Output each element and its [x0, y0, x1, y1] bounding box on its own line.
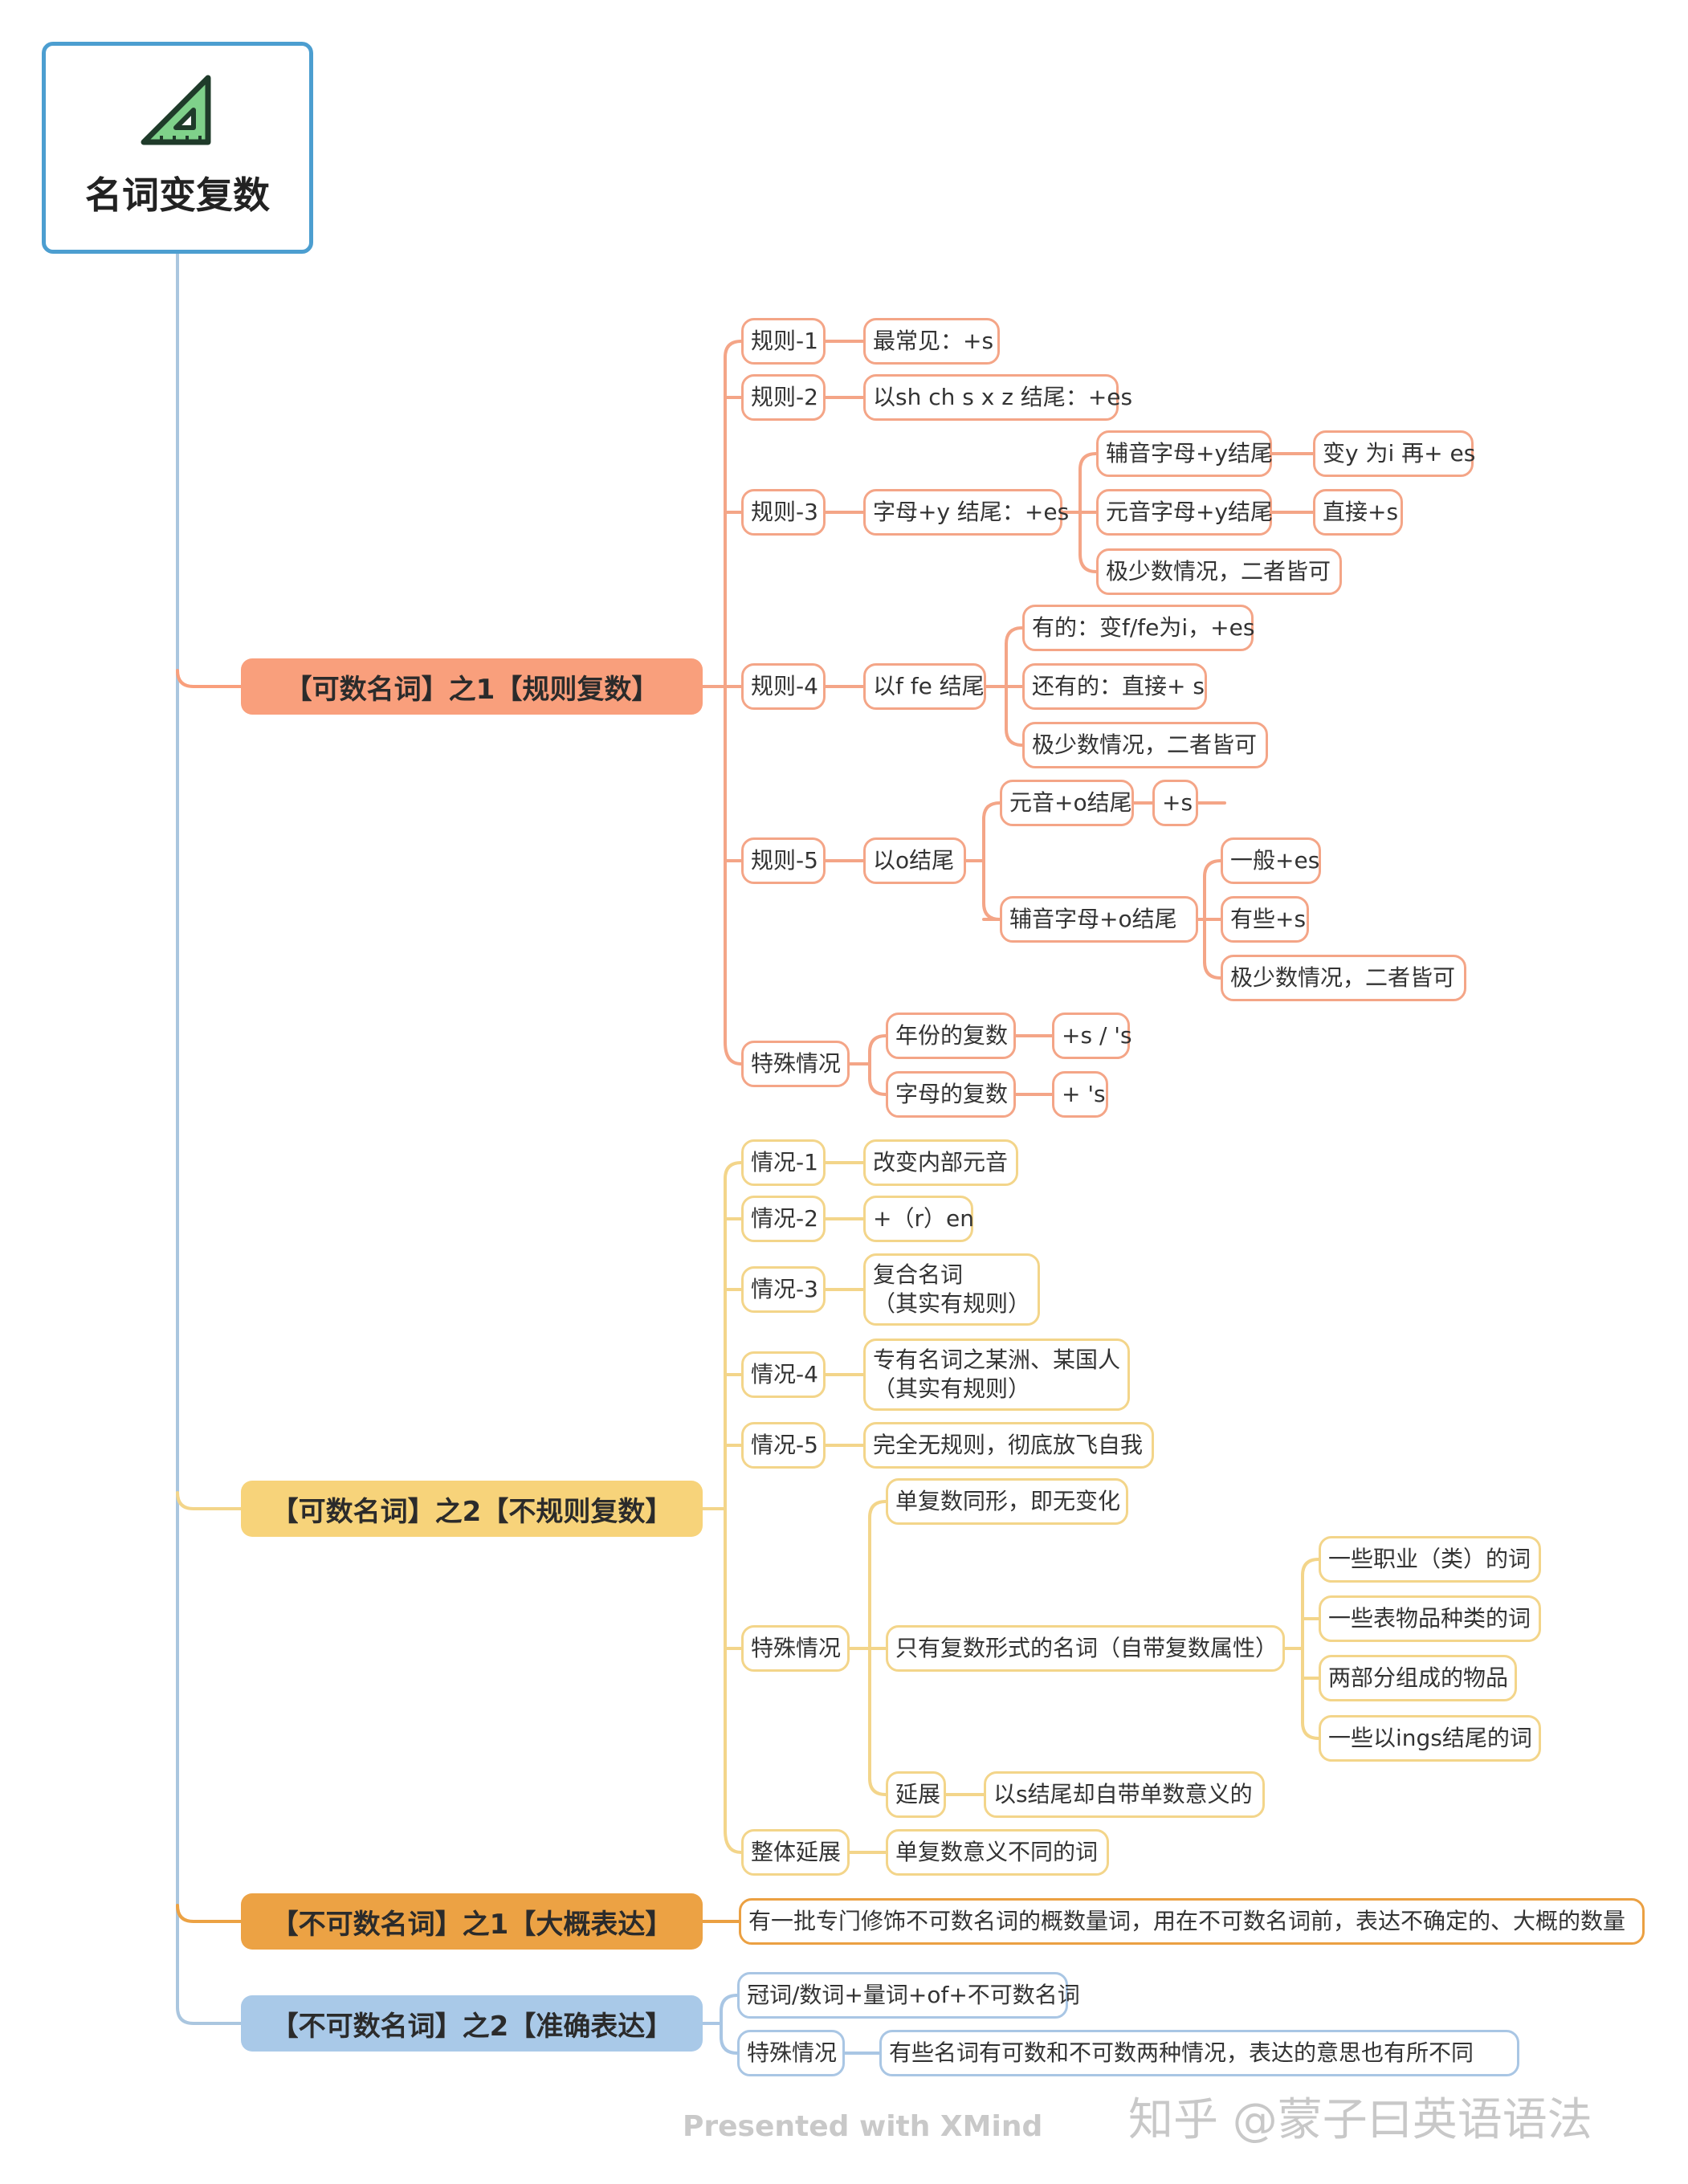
presented-with-xmind: Presented with XMind: [683, 2110, 1043, 2143]
extension-detail[interactable]: 以s结尾却自带单数意义的: [984, 1771, 1265, 1818]
case-4-detail[interactable]: 专有名词之某洲、某国人 （其实有规则）: [863, 1339, 1130, 1411]
rule-3-consonant-y[interactable]: 辅音字母+y结尾: [1096, 430, 1273, 477]
rule-2-detail[interactable]: 以sh ch s x z 结尾：+es: [863, 374, 1132, 421]
plural-only-occupations[interactable]: 一些职业（类）的词: [1319, 1536, 1541, 1583]
rule-4-rare[interactable]: 极少数情况，二者皆可: [1022, 722, 1268, 768]
case-2[interactable]: 情况-2: [741, 1196, 826, 1242]
uncountable-exact-pattern[interactable]: 冠词/数词+量词+of+不可数名词: [737, 1972, 1080, 2019]
uncountable-special-case[interactable]: 特殊情况: [737, 2030, 845, 2076]
case-3-detail[interactable]: 复合名词 （其实有规则）: [863, 1253, 1040, 1326]
year-plural-result[interactable]: +s / 's: [1052, 1013, 1132, 1059]
rule-5-consonant-o-es[interactable]: 一般+es: [1221, 837, 1321, 884]
rule-1[interactable]: 规则-1: [741, 318, 826, 365]
rule-5-consonant-o-s[interactable]: 有些+s: [1221, 896, 1309, 943]
irregular-special-case[interactable]: 特殊情况: [741, 1625, 850, 1672]
case-3[interactable]: 情况-3: [741, 1266, 826, 1313]
rule-5-consonant-o-rare[interactable]: 极少数情况，二者皆可: [1221, 955, 1466, 1001]
rule-4-change-f[interactable]: 有的：变f/fe为i，+es: [1022, 605, 1254, 651]
rule-3-rare[interactable]: 极少数情况，二者皆可: [1096, 548, 1342, 595]
case-5-detail[interactable]: 完全无规则，彻底放飞自我: [863, 1422, 1154, 1469]
case-1-detail[interactable]: 改变内部元音: [863, 1139, 1018, 1186]
rule-5-consonant-o[interactable]: 辅音字母+o结尾: [1000, 896, 1198, 943]
letter-plural[interactable]: 字母的复数: [886, 1071, 1016, 1118]
case-5[interactable]: 情况-5: [741, 1422, 826, 1469]
rule-4-add-s[interactable]: 还有的：直接+ s: [1022, 663, 1207, 710]
plural-only-categories[interactable]: 一些表物品种类的词: [1319, 1595, 1541, 1642]
rule-3-vowel-y[interactable]: 元音字母+y结尾: [1096, 489, 1273, 536]
root-title: 名词变复数: [85, 173, 270, 217]
plural-only-nouns[interactable]: 只有复数形式的名词（自带复数属性）: [886, 1625, 1285, 1672]
overall-extension[interactable]: 整体延展: [741, 1829, 850, 1876]
case-4[interactable]: 情况-4: [741, 1351, 826, 1398]
rule-1-detail[interactable]: 最常见：+s: [863, 318, 1000, 365]
rule-5-vowel-o[interactable]: 元音+o结尾: [1000, 780, 1134, 826]
same-singular-plural[interactable]: 单复数同形，即无变化: [886, 1478, 1128, 1525]
category-regular-plural[interactable]: 【可数名词】之1【规则复数】: [241, 658, 703, 715]
overall-extension-detail[interactable]: 单复数意义不同的词: [886, 1829, 1109, 1876]
uncountable-special-case-detail[interactable]: 有些名词有可数和不可数两种情况，表达的意思也有所不同: [879, 2030, 1519, 2076]
set-square-icon: [141, 75, 211, 145]
category-uncountable-exact[interactable]: 【不可数名词】之2【准确表达】: [241, 1995, 703, 2052]
category-irregular-plural[interactable]: 【可数名词】之2【不规则复数】: [241, 1481, 703, 1537]
rule-3-consonant-y-result[interactable]: 变y 为i 再+ es: [1313, 430, 1475, 477]
zhihu-watermark: 知乎 @蒙子曰英语语法: [1128, 2094, 1592, 2146]
plural-only-ings[interactable]: 一些以ings结尾的词: [1319, 1715, 1541, 1762]
case-1[interactable]: 情况-1: [741, 1139, 826, 1186]
rule-5-vowel-o-result[interactable]: +s: [1152, 780, 1198, 826]
extension[interactable]: 延展: [886, 1771, 946, 1818]
rule-3-vowel-y-result[interactable]: 直接+s: [1313, 489, 1403, 536]
case-2-detail[interactable]: +（r）en: [863, 1196, 974, 1242]
rule-4[interactable]: 规则-4: [741, 663, 826, 710]
rule-5-detail[interactable]: 以o结尾: [863, 837, 966, 884]
uncountable-approx-detail[interactable]: 有一批专门修饰不可数名词的概数量词，用在不可数名词前，表达不确定的、大概的数量: [739, 1898, 1645, 1945]
rule-4-detail[interactable]: 以f fe 结尾: [863, 663, 986, 710]
year-plural[interactable]: 年份的复数: [886, 1013, 1016, 1059]
rule-3-detail[interactable]: 字母+y 结尾：+es: [863, 489, 1069, 536]
regular-special-case[interactable]: 特殊情况: [741, 1041, 850, 1087]
category-uncountable-approx[interactable]: 【不可数名词】之1【大概表达】: [241, 1893, 703, 1950]
letter-plural-result[interactable]: + 's: [1052, 1071, 1108, 1118]
root-node[interactable]: 名词变复数: [42, 42, 313, 254]
plural-only-two-parts[interactable]: 两部分组成的物品: [1319, 1655, 1517, 1701]
rule-5[interactable]: 规则-5: [741, 837, 826, 884]
rule-3[interactable]: 规则-3: [741, 489, 826, 536]
rule-2[interactable]: 规则-2: [741, 374, 826, 421]
